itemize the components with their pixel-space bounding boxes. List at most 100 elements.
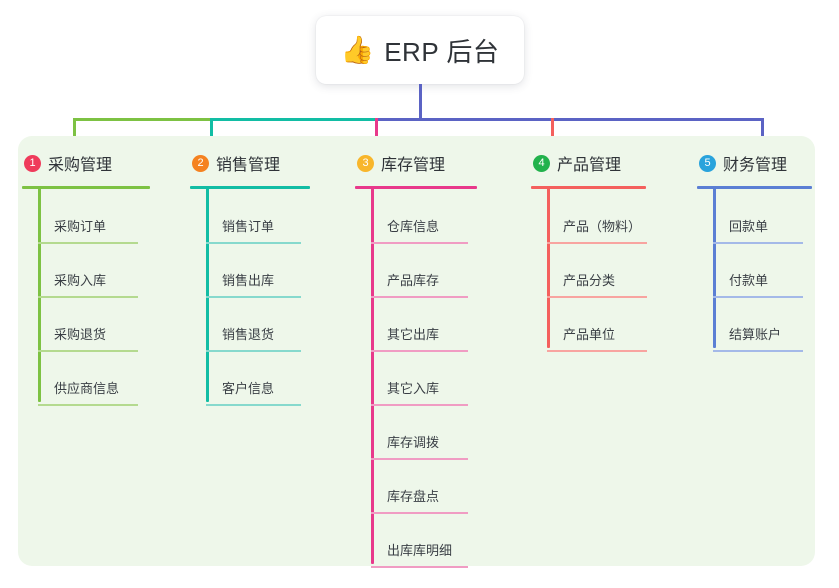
branch-rule-purchase (22, 186, 150, 189)
leaf-rule (206, 350, 301, 352)
drop-purchase (73, 118, 76, 142)
thumbs-up-icon: 👍 (340, 34, 375, 65)
branch-badge-finance: 5 (699, 154, 716, 172)
leaf-label: 产品库存 (387, 273, 440, 288)
leaf-label: 采购入库 (54, 273, 107, 288)
branch-badge-product: 4 (533, 154, 550, 172)
leaf-item[interactable]: 销售退货 (206, 298, 305, 352)
leaf-item[interactable]: 其它出库 (371, 298, 472, 352)
root-title: ERP 后台 (384, 36, 500, 67)
leaf-item[interactable]: 回款单 (713, 190, 807, 244)
leaf-item[interactable]: 仓库信息 (371, 190, 472, 244)
branches-panel: 1 采购管理采购订单采购入库采购退货供应商信息 2 销售管理销售订单销售出库销售退货客… (18, 136, 815, 568)
leaf-item[interactable]: 其它入库 (371, 352, 472, 406)
branch-rule-product (531, 186, 646, 189)
branch-title-inventory: 库存管理 (381, 157, 446, 174)
branch-header-inventory[interactable]: 3 库存管理 (355, 148, 445, 178)
leaf-item[interactable]: 供应商信息 (38, 352, 142, 406)
leaf-rule (371, 404, 468, 406)
leaf-rule (38, 242, 138, 244)
leaf-rule (371, 458, 468, 460)
leaf-item[interactable]: 采购入库 (38, 244, 142, 298)
branch-header-sales[interactable]: 2 销售管理 (190, 148, 280, 178)
leaf-rule (713, 242, 803, 244)
branch-column-sales: 2 销售管理销售订单销售出库销售退货客户信息 (190, 148, 310, 406)
leaf-label: 产品（物料） (563, 219, 642, 234)
trunk-line (419, 84, 422, 121)
branch-spine-purchase (38, 186, 41, 402)
branch-title-finance: 财务管理 (723, 157, 788, 174)
leaf-label: 库存盘点 (387, 489, 440, 504)
branch-spine-product (547, 186, 550, 348)
leaf-rule (713, 350, 803, 352)
leaf-item[interactable]: 销售出库 (206, 244, 305, 298)
leaf-rule (371, 566, 468, 568)
branch-title-sales: 销售管理 (216, 157, 281, 174)
branch-header-finance[interactable]: 5 财务管理 (697, 148, 787, 178)
leaf-item[interactable]: 产品分类 (547, 244, 651, 298)
leaf-rule (38, 404, 138, 406)
leaf-rule (713, 296, 803, 298)
branch-spine-sales (206, 186, 209, 402)
leaf-rule (371, 242, 468, 244)
leaf-item[interactable]: 付款单 (713, 244, 807, 298)
leaf-rule (206, 404, 301, 406)
leaf-item[interactable]: 客户信息 (206, 352, 305, 406)
leaf-item[interactable]: 产品单位 (547, 298, 651, 352)
leaf-item[interactable]: 产品（物料） (547, 190, 651, 244)
leaf-label: 付款单 (729, 273, 769, 288)
leaf-label: 库存调拨 (387, 435, 440, 450)
branch-rule-sales (190, 186, 310, 189)
drop-product (551, 118, 554, 142)
branch-header-purchase[interactable]: 1 采购管理 (22, 148, 112, 178)
leaf-label: 出库库明细 (387, 543, 453, 558)
branch-badge-inventory: 3 (357, 154, 374, 172)
branch-spine-inventory (371, 186, 374, 564)
leaf-label: 销售出库 (222, 273, 275, 288)
branch-rule-finance (697, 186, 812, 189)
bus-teal-segment (210, 118, 375, 121)
leaf-rule (371, 350, 468, 352)
leaf-rule (38, 350, 138, 352)
branch-badge-purchase: 1 (24, 154, 41, 172)
leaf-label: 结算账户 (729, 327, 782, 342)
drop-sales (210, 118, 213, 142)
leaf-item[interactable]: 出库库明细 (371, 514, 472, 568)
leaf-item[interactable]: 销售订单 (206, 190, 305, 244)
leaf-label: 销售退货 (222, 327, 275, 342)
leaf-item[interactable]: 结算账户 (713, 298, 807, 352)
branch-spine-finance (713, 186, 716, 348)
leaf-item[interactable]: 产品库存 (371, 244, 472, 298)
leaf-rule (371, 512, 468, 514)
bus-blue-segment (375, 118, 761, 121)
leaf-item[interactable]: 库存调拨 (371, 406, 472, 460)
leaf-rule (206, 242, 301, 244)
leaf-rule (38, 296, 138, 298)
leaf-rule (547, 350, 647, 352)
leaf-label: 采购订单 (54, 219, 107, 234)
branch-badge-sales: 2 (192, 154, 209, 172)
bus-green-segment (73, 118, 210, 121)
leaf-label: 其它入库 (387, 381, 440, 396)
leaf-label: 供应商信息 (54, 381, 120, 396)
leaf-label: 销售订单 (222, 219, 275, 234)
leaf-label: 其它出库 (387, 327, 440, 342)
root-node-card[interactable]: 👍 ERP 后台 (316, 16, 524, 84)
leaf-rule (547, 242, 647, 244)
leaf-label: 回款单 (729, 219, 769, 234)
leaf-rule (371, 296, 468, 298)
leaf-label: 产品分类 (563, 273, 616, 288)
leaf-item[interactable]: 采购退货 (38, 298, 142, 352)
leaf-label: 仓库信息 (387, 219, 440, 234)
leaf-item[interactable]: 库存盘点 (371, 460, 472, 514)
leaf-item[interactable]: 采购订单 (38, 190, 142, 244)
leaf-label: 客户信息 (222, 381, 275, 396)
leaf-label: 产品单位 (563, 327, 616, 342)
branch-title-purchase: 采购管理 (48, 157, 113, 174)
branch-column-inventory: 3 库存管理仓库信息产品库存其它出库其它入库库存调拨库存盘点出库库明细 (355, 148, 477, 568)
drop-inventory (375, 118, 378, 142)
branch-column-finance: 5 财务管理回款单付款单结算账户 (697, 148, 812, 352)
